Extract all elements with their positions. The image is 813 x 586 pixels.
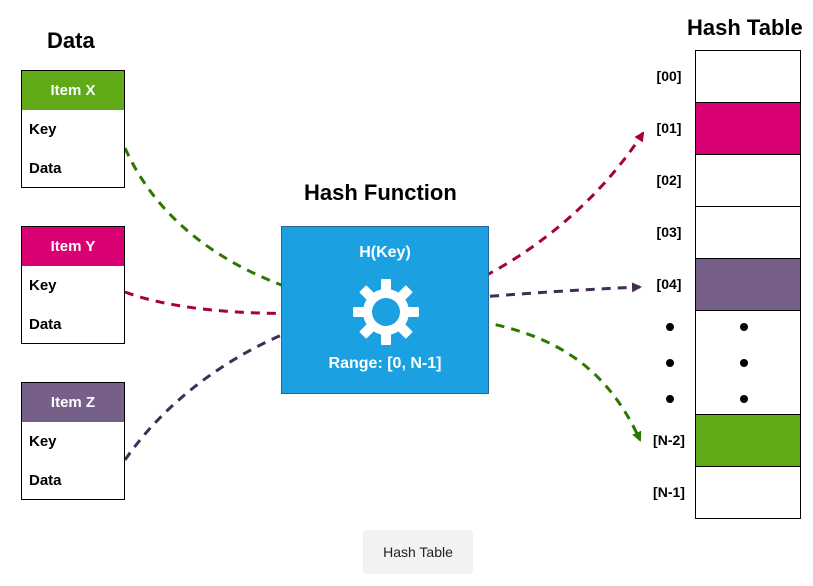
hash-table-title: Hash Table [687,15,803,40]
slot-04-cell [696,258,800,310]
item-y-key: Key [29,277,57,294]
item-z-header: Item Z [22,383,124,422]
item-y-data: Data [29,316,62,333]
item-y-card: Item Y Key Data [21,226,125,344]
slot-label-02: [02] [656,172,682,188]
hash-function-box [281,226,489,394]
hash-function-title: Hash Function [304,180,457,205]
item-z-key: Key [29,433,57,450]
slot-03-cell [696,206,800,258]
hash-function-formula: H(Key) [359,244,411,261]
slot-label-00: [00] [656,68,682,84]
slot-01-cell [696,102,800,154]
item-z-data: Data [29,472,62,489]
slot-label-04: [04] [656,276,682,292]
ellipsis-cell [696,310,800,414]
slot-label-01: [01] [656,120,682,136]
ellipsis-dot [740,395,748,403]
ellipsis-dot [666,323,674,331]
item-x-key: Key [29,121,57,138]
slot-02-cell [696,154,800,206]
ellipsis-dot [666,359,674,367]
ellipsis-dot [740,323,748,331]
item-x-data: Data [29,160,62,177]
ellipsis-dot [740,359,748,367]
slot-label-n-1: [N-1] [653,484,685,500]
slot-n-2-cell [696,414,800,466]
gear-icon [353,279,419,345]
ellipsis-dot [666,395,674,403]
item-x-card: Item X Key Data [21,70,125,188]
data-section-title: Data [47,28,95,53]
slot-label-03: [03] [656,224,682,240]
item-x-header: Item X [22,71,124,110]
item-z-card: Item Z Key Data [21,382,125,500]
slot-n-1-cell [696,466,800,517]
item-y-header: Item Y [22,227,124,266]
hash-function-range: Range: [0, N-1] [328,355,442,372]
slot-label-n-2: [N-2] [653,432,685,448]
figure-caption: Hash Table [363,530,473,574]
